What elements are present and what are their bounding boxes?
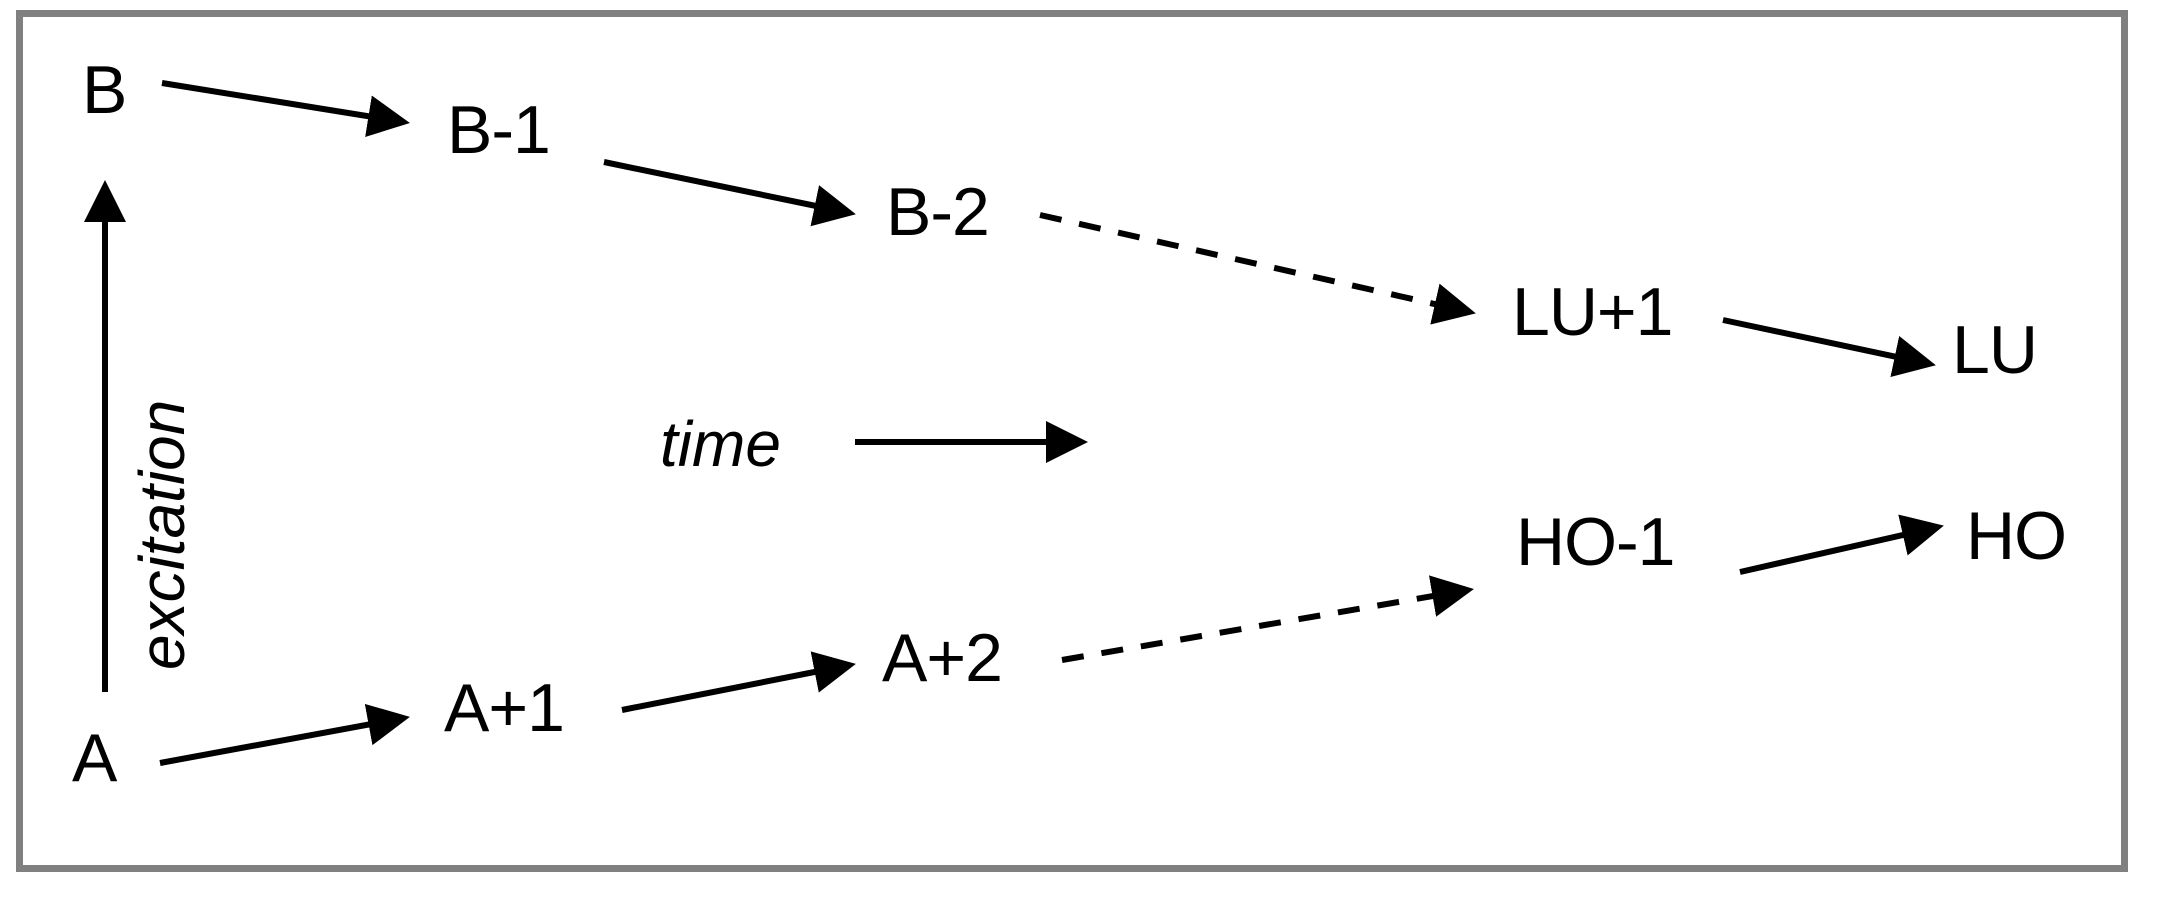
time-axis-label: time: [660, 408, 781, 480]
node-label-ho-1: HO-1: [1516, 504, 1675, 580]
node-label-b: B: [82, 52, 127, 128]
node-label-ho: HO: [1966, 498, 2067, 574]
node-label-a+1: A+1: [444, 670, 565, 746]
node-label-lu: LU: [1952, 312, 2038, 388]
node-label-a: A: [72, 720, 117, 796]
node-label-lu+1: LU+1: [1512, 274, 1673, 350]
excitation-axis-label: excitation: [126, 399, 198, 670]
node-label-b-1: B-1: [447, 92, 551, 168]
figure-border: [16, 10, 2128, 872]
node-label-b-2: B-2: [886, 174, 990, 250]
node-label-a+2: A+2: [882, 620, 1003, 696]
